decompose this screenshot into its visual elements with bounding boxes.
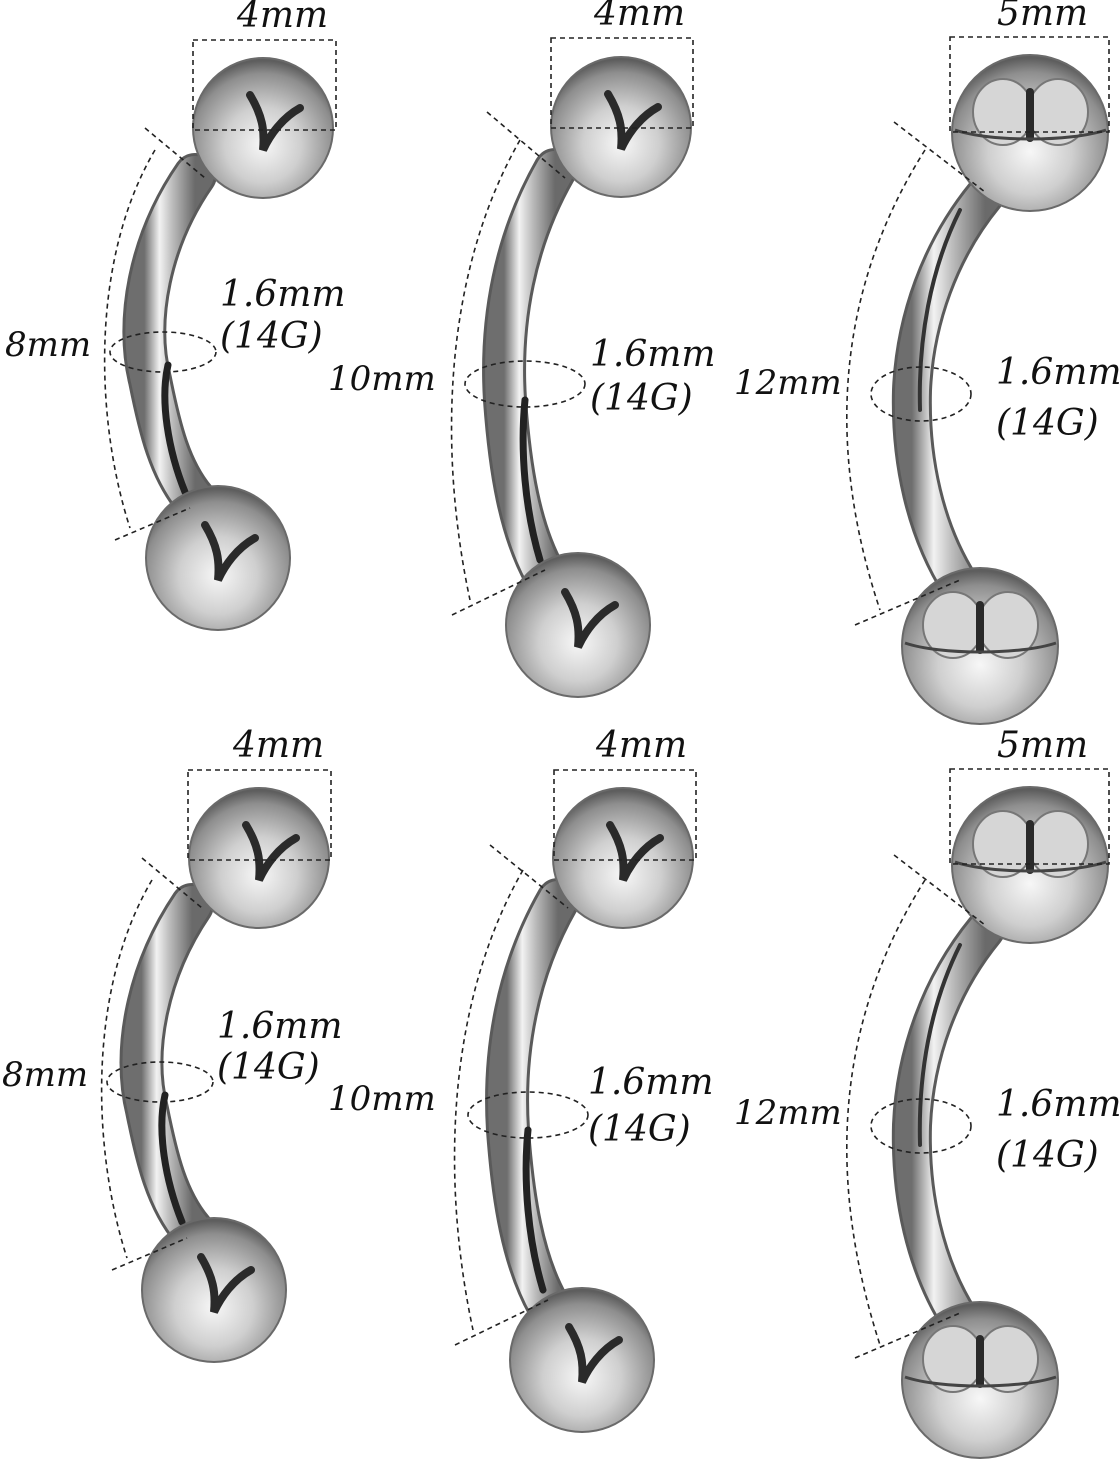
top-ball — [951, 786, 1109, 944]
ball-size-label: 4mm — [233, 725, 325, 766]
bar-length-label: 8mm — [2, 1055, 89, 1095]
gauge-label-awg: (14G) — [220, 316, 323, 357]
ball-size-label: 5mm — [997, 0, 1089, 34]
bottom-ball — [901, 567, 1059, 725]
ball-size-label: 5mm — [997, 725, 1089, 766]
bottom-ball — [509, 1287, 655, 1433]
bar-length-label: 10mm — [328, 359, 436, 399]
gauge-label-awg: (14G) — [588, 1109, 691, 1150]
top-ball — [192, 57, 334, 199]
ball-size-label: 4mm — [594, 0, 686, 34]
gauge-label: 1.6mm — [996, 1084, 1119, 1125]
bar-length-label: 10mm — [328, 1079, 436, 1119]
top-ball — [188, 787, 330, 929]
dimension-lines — [846, 768, 1110, 1359]
bottom-ball — [901, 1301, 1059, 1459]
barbell-5 — [453, 769, 697, 1433]
dimension-lines — [453, 769, 697, 1346]
barbell-4 — [100, 769, 332, 1363]
dimension-lines — [450, 37, 694, 616]
top-ball — [951, 54, 1109, 212]
gauge-label: 1.6mm — [590, 334, 716, 375]
gauge-label: 1.6mm — [220, 274, 346, 315]
bar-length-label: 8mm — [5, 325, 92, 365]
barbell-2 — [450, 37, 694, 698]
top-ball — [550, 56, 692, 198]
gauge-label-awg: (14G) — [996, 403, 1099, 444]
gauge-label-awg: (14G) — [217, 1047, 320, 1088]
bottom-ball — [141, 1217, 287, 1363]
barbell-3 — [846, 36, 1110, 725]
gauge-label-awg: (14G) — [590, 378, 693, 419]
dimension-lines — [100, 769, 332, 1271]
barbell-1 — [103, 39, 337, 631]
ball-size-label: 4mm — [596, 725, 688, 766]
top-ball — [552, 787, 694, 929]
gauge-label: 1.6mm — [217, 1006, 343, 1047]
bar-length-label: 12mm — [734, 1093, 842, 1133]
dimension-lines — [846, 36, 1110, 626]
gauge-label-awg: (14G) — [996, 1135, 1099, 1176]
ball-size-label: 4mm — [237, 0, 329, 36]
gauge-label: 1.6mm — [588, 1062, 714, 1103]
barbell-6 — [846, 768, 1110, 1459]
bottom-ball — [145, 485, 291, 631]
gauge-label: 1.6mm — [996, 352, 1119, 393]
bottom-ball — [505, 552, 651, 698]
dimension-lines — [103, 39, 337, 541]
bar-length-label: 12mm — [734, 363, 842, 403]
